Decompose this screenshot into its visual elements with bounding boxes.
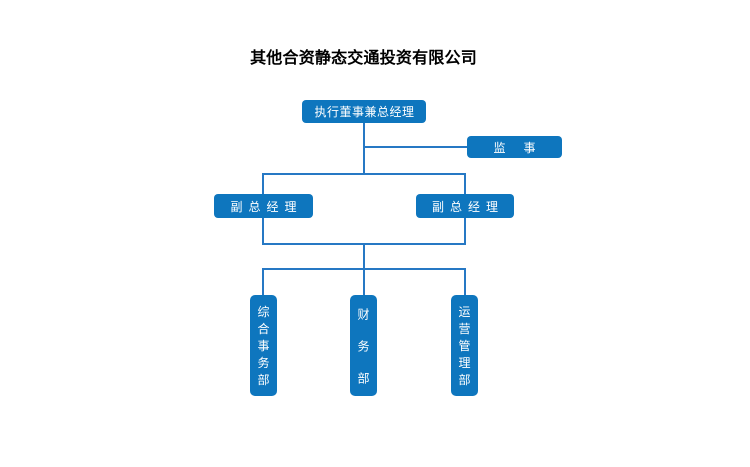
node-general-affairs-department: 综合事务部 <box>250 295 277 396</box>
connector-drop-middle <box>363 268 365 296</box>
node-label: 副总经理 <box>431 199 504 214</box>
connector-root-down <box>363 122 365 174</box>
node-executive-director-general-manager: 执行董事兼总经理 <box>302 100 426 123</box>
node-label: 副总经理 <box>230 199 303 214</box>
node-label: 执行董事兼总经理 <box>314 105 415 119</box>
chart-title: 其他合资静态交通投资有限公司 <box>250 48 477 67</box>
node-label: 运营管理部 <box>457 305 471 391</box>
node-deputy-general-manager-right: 副总经理 <box>416 194 514 218</box>
connector-grid-top <box>262 173 466 175</box>
node-finance-department: 财务部 <box>350 295 377 404</box>
node-operations-management-department: 运营管理部 <box>451 295 478 396</box>
node-label: 财务部 <box>356 307 370 404</box>
node-label: 综合事务部 <box>256 305 270 391</box>
connector-center-down <box>363 243 365 270</box>
connector-drop-left <box>262 268 264 296</box>
node-label: 监 事 <box>493 140 539 155</box>
connector-drop-right <box>464 268 466 296</box>
connector-root-to-supervisor <box>364 146 467 148</box>
node-deputy-general-manager-left: 副总经理 <box>214 194 313 218</box>
node-supervisor: 监 事 <box>467 136 562 158</box>
